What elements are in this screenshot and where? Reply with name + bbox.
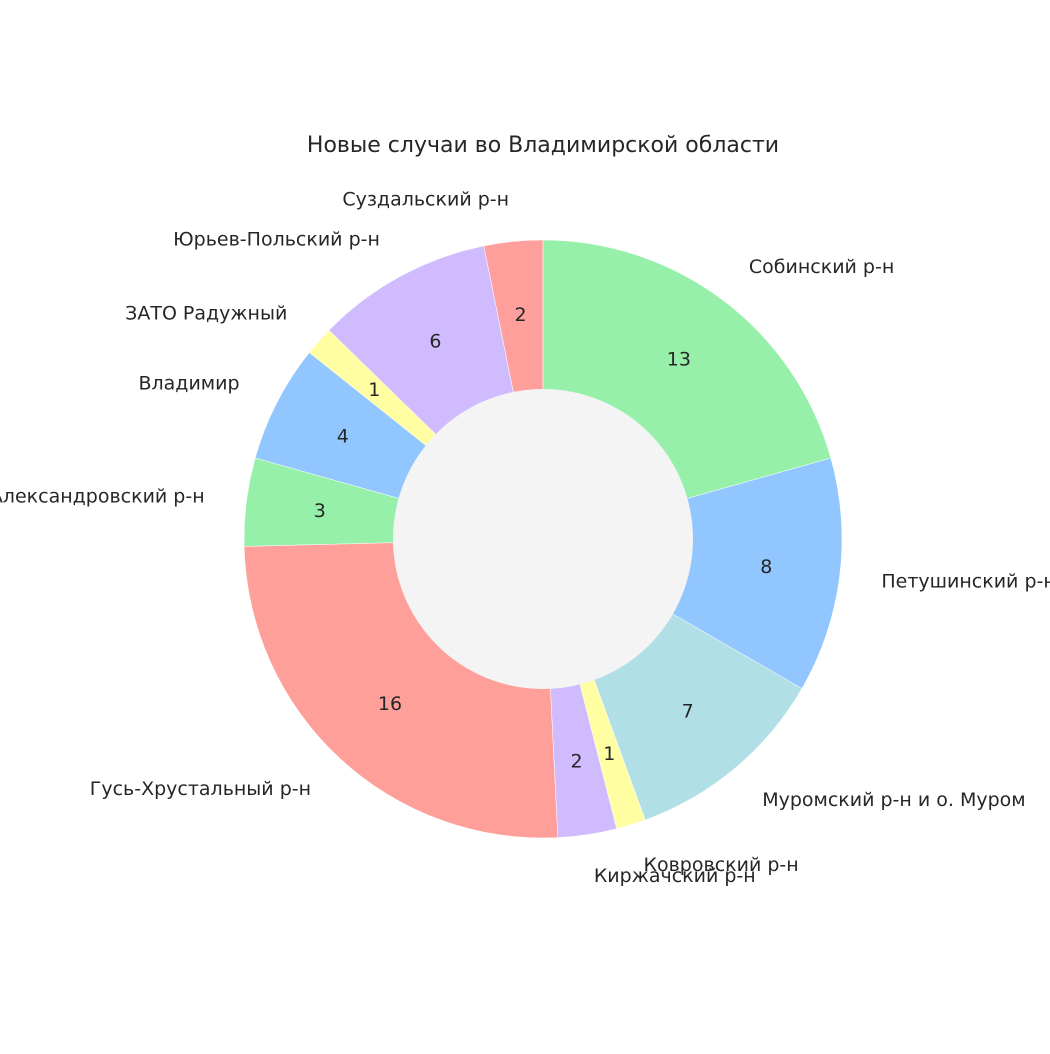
donut-center (393, 389, 693, 689)
pie-slice (542, 457, 843, 689)
slice-category-label: Александровский р-н (0, 486, 205, 508)
slice-value-label: 2 (515, 304, 527, 326)
slice-value-label: 2 (570, 750, 582, 772)
slice-category-label: Муромский р-н и о. Муром (762, 789, 1025, 811)
slice-value-label: 1 (368, 379, 380, 401)
slice-value-label: 1 (603, 743, 615, 765)
slice-value-label: 3 (314, 500, 326, 522)
slice-value-label: 4 (337, 425, 349, 447)
slice-category-label: Суздальский р-н (342, 189, 509, 211)
slice-value-label: 16 (378, 693, 402, 715)
slice-category-label: ЗАТО Радужный (125, 302, 287, 324)
slice-value-label: 7 (682, 700, 694, 722)
slice-category-label: Собинский р-н (749, 256, 894, 278)
slice-value-label: 6 (429, 330, 441, 352)
slice-category-label: Юрьев-Польский р-н (173, 229, 380, 251)
slice-category-label: Ковровский р-н (644, 854, 799, 876)
slice-category-label: Гусь-Хрустальный р-н (90, 778, 311, 800)
slice-value-label: 13 (667, 349, 691, 371)
slice-category-label: Петушинский р-н (881, 570, 1050, 592)
chart-title: Новые случаи во Владимирской области (307, 133, 779, 158)
slice-category-label: Владимир (138, 372, 239, 394)
slice-category-label: Киржачский р-н (594, 865, 756, 887)
slice-value-label: 8 (760, 556, 772, 578)
